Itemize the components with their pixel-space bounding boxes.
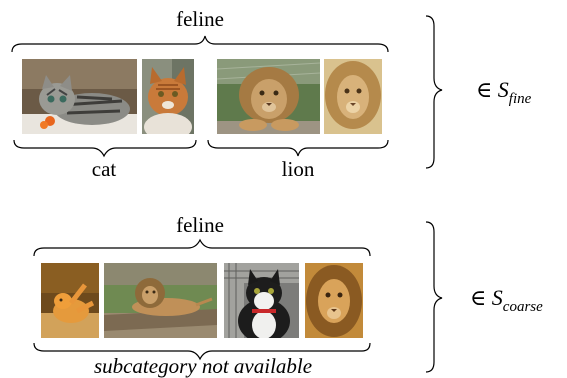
- top-set-subscript: fine: [508, 91, 532, 107]
- photo-lion-on-log: [104, 263, 217, 338]
- bottom-set-membership: ∈ Scoarse: [470, 286, 543, 319]
- photo-tuxedo-cat: [224, 263, 299, 338]
- top-set-membership: ∈ Sfine: [476, 78, 531, 111]
- bottom-set-subscript: coarse: [502, 299, 543, 315]
- top-group-label: feline: [176, 7, 224, 31]
- photo-tabby-kitten: [22, 59, 137, 134]
- lion-label: lion: [281, 157, 315, 181]
- photo-lion-face: [324, 59, 382, 134]
- subcategory-note: subcategory not available: [93, 354, 313, 378]
- photo-orange-cat: [142, 59, 194, 134]
- bottom-group-label: feline: [176, 213, 224, 237]
- top-set-symbol: ∈: [476, 77, 493, 102]
- photo-ginger-cat-playing: [41, 263, 99, 338]
- bottom-set-letter: S: [491, 285, 503, 310]
- photo-lion-portrait: [305, 263, 363, 338]
- top-set-letter: S: [497, 77, 509, 102]
- bottom-set-symbol: ∈: [470, 285, 487, 310]
- photo-lion-lying: [217, 59, 320, 134]
- cat-label: cat: [91, 157, 117, 181]
